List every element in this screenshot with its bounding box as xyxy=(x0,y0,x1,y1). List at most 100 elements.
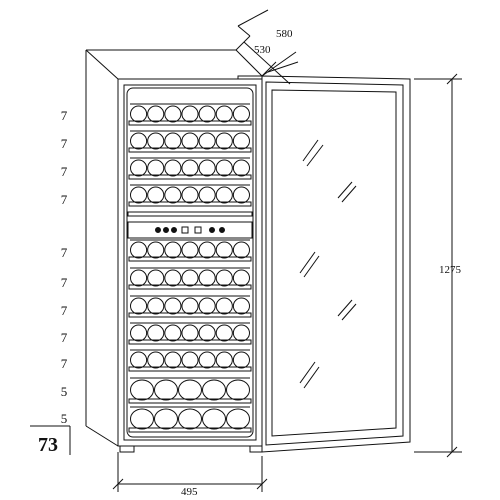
bottle-end xyxy=(147,132,165,150)
depth-outer-label: 580 xyxy=(276,28,293,40)
bottle-end xyxy=(130,324,148,342)
bottle-end xyxy=(130,379,154,401)
total-bottle-count: 73 xyxy=(38,434,58,456)
cabinet-body xyxy=(85,49,263,453)
bottle-end xyxy=(198,241,216,259)
control-button xyxy=(155,227,161,233)
depth-outer-leader xyxy=(243,41,291,85)
bottle-end xyxy=(130,159,148,177)
dimension-height: 1275 xyxy=(414,73,462,458)
shelf-front xyxy=(128,201,252,207)
shelf-front xyxy=(128,312,252,318)
bottle-end xyxy=(198,269,216,287)
bottle-end xyxy=(198,105,216,123)
bottle-end xyxy=(130,351,148,369)
shelf-front xyxy=(128,339,252,345)
dimension-width: 495 xyxy=(112,452,268,498)
shelf-front xyxy=(128,366,252,372)
bottle-end xyxy=(181,186,199,204)
shelf-front xyxy=(128,256,252,262)
bottle-end xyxy=(181,297,199,315)
bottle-end xyxy=(198,132,216,150)
bottle-end xyxy=(181,324,199,342)
bottle-end xyxy=(164,132,182,150)
bottle-end xyxy=(232,324,251,342)
bottle-end xyxy=(147,324,165,342)
bottle-end xyxy=(164,269,182,287)
bottle-end xyxy=(215,241,233,259)
shelf-count-8: 7 xyxy=(60,330,68,345)
bottle-end xyxy=(226,408,250,430)
bottle-end xyxy=(198,351,216,369)
control-panel-buttons xyxy=(155,226,225,234)
bottle-end xyxy=(130,186,148,204)
foot-right xyxy=(249,445,263,453)
glass-door xyxy=(261,75,411,453)
bottle-end xyxy=(130,297,148,315)
width-label: 495 xyxy=(181,486,198,498)
bottle-end xyxy=(232,132,251,150)
bottle-end xyxy=(178,408,202,430)
top-hinge xyxy=(237,75,263,80)
shelf-count-10: 5 xyxy=(60,384,68,399)
bottle-end xyxy=(215,269,233,287)
bottle-end xyxy=(154,379,178,401)
shelf-front xyxy=(128,398,252,404)
bottle-end xyxy=(147,269,165,287)
bottle-end xyxy=(130,105,148,123)
shelf-front xyxy=(128,427,252,433)
bottle-end xyxy=(164,241,182,259)
dimension-depth-inner: 530 xyxy=(254,44,299,77)
dimension-depth-outer: 580 xyxy=(235,9,293,85)
bottle-end xyxy=(232,159,251,177)
bottle-end xyxy=(215,132,233,150)
bottle-end xyxy=(147,159,165,177)
shelf-count-5: 7 xyxy=(60,245,68,260)
bottle-end xyxy=(226,379,250,401)
bottle-end xyxy=(202,379,226,401)
shelf-count-7: 7 xyxy=(60,303,68,318)
control-button xyxy=(219,227,225,233)
bottle-end xyxy=(130,269,148,287)
control-button xyxy=(209,227,215,233)
bottle-end xyxy=(130,241,148,259)
bottle-end xyxy=(164,324,182,342)
bottle-end xyxy=(164,351,182,369)
bottle-end xyxy=(232,351,251,369)
bottle-end xyxy=(147,186,165,204)
bottle-end xyxy=(198,297,216,315)
bottle-end xyxy=(198,159,216,177)
bottle-end xyxy=(164,297,182,315)
bottle-end xyxy=(198,324,216,342)
control-button xyxy=(171,227,177,233)
bottle-end xyxy=(164,105,182,123)
bottle-end xyxy=(181,241,199,259)
bottle-end xyxy=(130,408,154,430)
bottle-end xyxy=(147,297,165,315)
bottle-end xyxy=(232,186,251,204)
bottle-shelves xyxy=(128,103,252,433)
shelf-count-11: 5 xyxy=(60,411,68,426)
bottle-end xyxy=(232,269,251,287)
bottle-end xyxy=(147,105,165,123)
depth-inner-label: 530 xyxy=(254,44,271,56)
shelf-count-4: 7 xyxy=(60,192,68,207)
bottle-end xyxy=(181,105,199,123)
bottle-end xyxy=(215,297,233,315)
bottle-end xyxy=(202,408,226,430)
bottle-end xyxy=(164,186,182,204)
shelf-front xyxy=(128,120,252,126)
bottle-end xyxy=(147,241,165,259)
shelf-count-3: 7 xyxy=(60,164,68,179)
temperature-display xyxy=(181,226,189,234)
temperature-display xyxy=(194,226,202,234)
control-button xyxy=(163,227,169,233)
bottle-end xyxy=(178,379,202,401)
bottle-end xyxy=(232,241,251,259)
bottle-end xyxy=(215,159,233,177)
shelf-count-2: 7 xyxy=(60,136,68,151)
bottle-end xyxy=(181,351,199,369)
control-panel xyxy=(127,211,253,239)
shelf-front xyxy=(128,147,252,153)
